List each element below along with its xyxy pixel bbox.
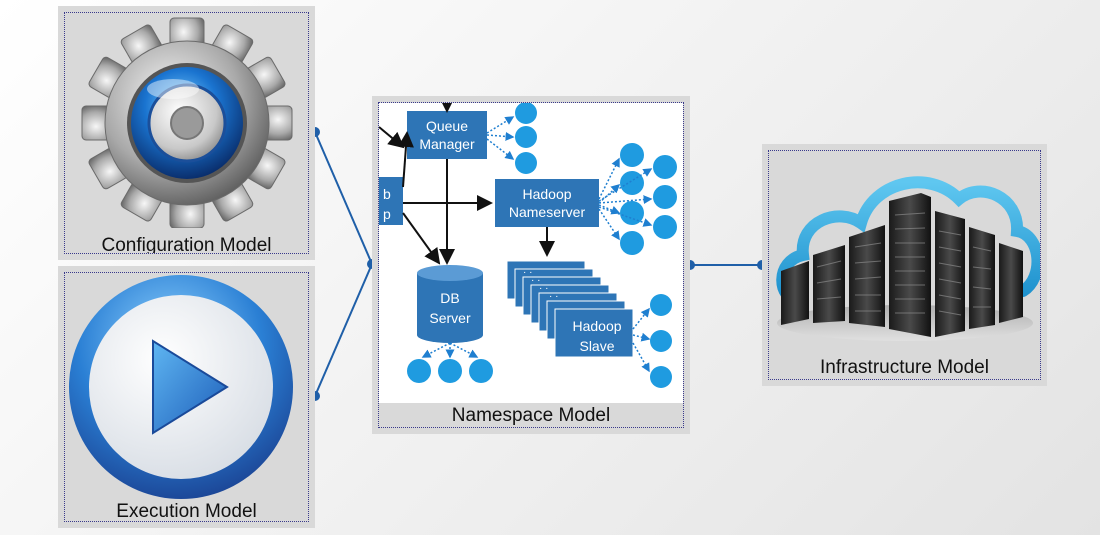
db-server-node <box>417 265 483 343</box>
svg-text:· ·: · · <box>539 283 548 294</box>
execution-model-label: Execution Model <box>116 501 257 522</box>
namespace-model-frame: b p Queue Manager Hadoop Nameserver DB S… <box>378 102 684 428</box>
hadoop-slave-label-1: Hadoop <box>572 318 621 334</box>
web-app-node-label-2: p <box>383 206 391 222</box>
connector-execution-namespace <box>314 263 373 397</box>
cloud-server-icon <box>776 176 1040 341</box>
connector-config-namespace <box>314 131 373 265</box>
queue-manager-label-2: Manager <box>419 136 475 152</box>
configuration-model-frame: Configuration Model <box>64 12 309 254</box>
namespace-model-label: Namespace Model <box>451 405 611 426</box>
web-app-node-label-1: b <box>383 186 391 202</box>
hadoop-slave-stack: · · · · · · · · <box>506 260 634 358</box>
execution-model-panel: Execution Model <box>58 266 315 528</box>
hadoop-slave-label-2: Slave <box>579 338 614 354</box>
svg-text:· ·: · · <box>523 267 532 278</box>
hadoop-nameserver-label-1: Hadoop <box>522 186 571 202</box>
hadoop-nameserver-label-2: Nameserver <box>509 204 586 220</box>
infrastructure-model-label: Infrastructure Model <box>820 357 989 378</box>
svg-text:· ·: · · <box>549 291 558 302</box>
hadoop-nameserver-node <box>495 179 599 227</box>
queue-manager-node <box>407 111 487 159</box>
play-icon <box>69 275 293 499</box>
gear-icon <box>81 17 293 228</box>
execution-model-frame: Execution Model <box>64 272 309 522</box>
infrastructure-model-frame: Infrastructure Model <box>768 150 1041 380</box>
web-app-node <box>379 177 403 225</box>
db-server-label-1: DB <box>440 290 459 306</box>
configuration-model-label: Configuration Model <box>101 235 272 254</box>
infrastructure-model-panel: Infrastructure Model <box>762 144 1047 386</box>
configuration-model-panel: Configuration Model <box>58 6 315 260</box>
namespace-diagram: b p Queue Manager Hadoop Nameserver DB S… <box>379 103 683 403</box>
namespace-model-panel: b p Queue Manager Hadoop Nameserver DB S… <box>372 96 690 434</box>
db-server-label-2: Server <box>429 310 471 326</box>
svg-text:· ·: · · <box>531 275 540 286</box>
queue-manager-label-1: Queue <box>426 118 468 134</box>
